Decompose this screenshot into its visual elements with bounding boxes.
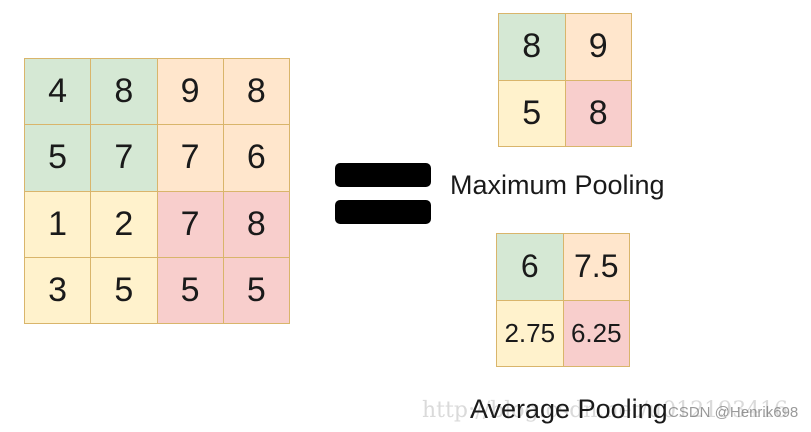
- equals-sign-bottom-bar: [335, 200, 431, 224]
- input-cell: 3: [25, 257, 92, 324]
- average-pooling-cell: 6.25: [563, 300, 630, 367]
- input-cell: 5: [157, 257, 224, 324]
- input-cell: 5: [25, 125, 92, 192]
- input-cell: 7: [157, 125, 224, 192]
- max-pooling-label: Maximum Pooling: [450, 170, 665, 200]
- max-pooling-cell: 5: [499, 80, 566, 147]
- max-pooling-cell: 9: [565, 14, 632, 81]
- csdn-watermark: CSDN @Henrik698: [668, 404, 799, 421]
- max-pooling-cell: 8: [565, 80, 632, 147]
- max-pooling-matrix: 8 9 5 8: [498, 13, 632, 147]
- input-cell: 5: [91, 257, 158, 324]
- max-pooling-cell: 8: [499, 14, 566, 81]
- average-pooling-cell: 2.75: [497, 300, 564, 367]
- input-cell: 7: [157, 191, 224, 258]
- input-cell: 4: [25, 59, 92, 126]
- input-cell: 6: [223, 125, 290, 192]
- input-cell: 1: [25, 191, 92, 258]
- url-watermark: http://blog.csdn.net/u012193416: [422, 398, 789, 423]
- input-cell: 8: [223, 59, 290, 126]
- input-cell: 8: [91, 59, 158, 126]
- average-pooling-matrix: 6 7.5 2.75 6.25: [496, 233, 630, 367]
- input-cell: 9: [157, 59, 224, 126]
- average-pooling-cell: 6: [497, 234, 564, 301]
- input-cell: 5: [223, 257, 290, 324]
- average-pooling-cell: 7.5: [563, 234, 630, 301]
- average-pooling-label: Average Pooling: [470, 394, 668, 424]
- equals-sign-top-bar: [335, 163, 431, 187]
- input-cell: 8: [223, 191, 290, 258]
- input-cell: 2: [91, 191, 158, 258]
- input-matrix: 4 8 9 8 5 7 7 6 1 2 7 8 3 5 5 5: [24, 58, 290, 324]
- input-cell: 7: [91, 125, 158, 192]
